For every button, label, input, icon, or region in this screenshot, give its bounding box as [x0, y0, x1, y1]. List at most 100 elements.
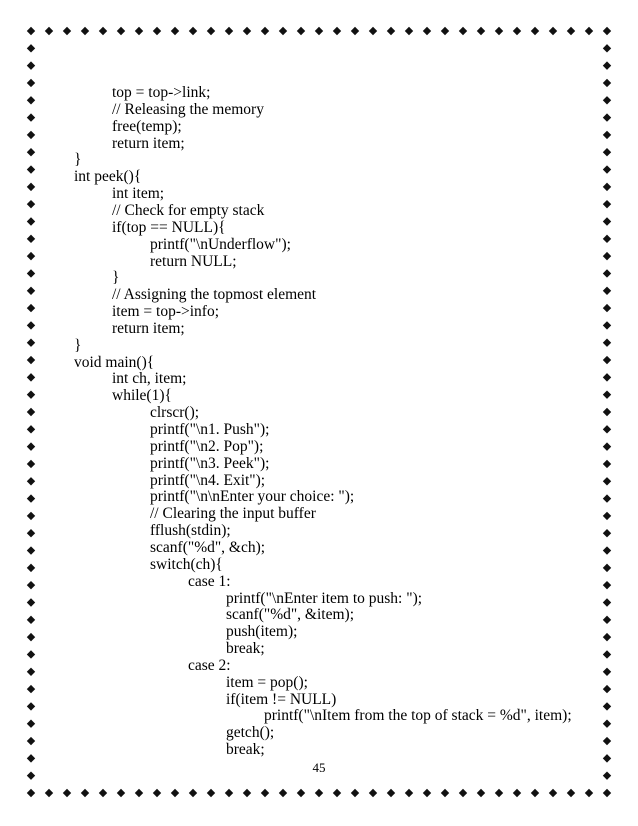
border-diamond-icon	[548, 26, 558, 36]
border-diamond-icon	[26, 788, 36, 798]
border-diamond-icon	[602, 251, 612, 261]
border-diamond-icon	[602, 632, 612, 642]
border-diamond-icon	[602, 338, 612, 347]
border-diamond-icon	[26, 44, 36, 53]
border-diamond-icon	[422, 788, 432, 798]
code-line: }	[74, 336, 82, 354]
border-diamond-icon	[26, 632, 36, 642]
border-diamond-icon	[350, 26, 360, 36]
border-diamond-icon	[602, 459, 612, 469]
border-diamond-icon	[314, 788, 324, 798]
border-diamond-icon	[26, 303, 36, 313]
code-line: getch();	[226, 724, 275, 742]
border-diamond-icon	[242, 788, 252, 798]
border-diamond-icon	[602, 736, 612, 746]
border-diamond-icon	[278, 26, 288, 36]
border-diamond-icon	[602, 26, 612, 36]
border-diamond-icon	[44, 788, 54, 798]
code-line: break;	[226, 741, 265, 759]
border-diamond-icon	[206, 26, 216, 36]
border-diamond-icon	[602, 615, 612, 625]
code-line: push(item);	[226, 623, 298, 641]
border-diamond-icon	[26, 459, 36, 469]
border-diamond-icon	[26, 390, 36, 399]
border-diamond-icon	[332, 788, 342, 798]
border-diamond-icon	[134, 26, 144, 36]
border-diamond-icon	[602, 650, 612, 659]
border-diamond-icon	[188, 26, 198, 36]
border-diamond-icon	[26, 563, 36, 573]
border-diamond-icon	[296, 26, 306, 36]
border-diamond-icon	[476, 788, 486, 798]
border-diamond-icon	[26, 96, 36, 105]
code-line: switch(ch){	[150, 555, 223, 573]
border-diamond-icon	[26, 650, 36, 659]
code-line: return item;	[112, 134, 185, 152]
border-diamond-icon	[494, 788, 504, 798]
code-line: return item;	[112, 319, 185, 337]
border-diamond-icon	[422, 26, 432, 36]
code-line: free(temp);	[112, 117, 182, 135]
border-diamond-icon	[260, 788, 270, 798]
border-diamond-icon	[26, 234, 36, 244]
border-diamond-icon	[98, 26, 108, 36]
border-diamond-icon	[602, 494, 612, 503]
border-diamond-icon	[602, 580, 612, 590]
border-diamond-icon	[206, 788, 216, 798]
code-line: item = pop();	[226, 673, 308, 691]
code-line: case 2:	[188, 656, 231, 674]
border-diamond-icon	[26, 736, 36, 746]
border-diamond-icon	[26, 26, 36, 36]
code-line: if(top == NULL){	[112, 218, 226, 236]
code-line: int item;	[112, 185, 165, 203]
border-diamond-icon	[602, 702, 612, 711]
border-diamond-icon	[386, 788, 396, 798]
border-diamond-icon	[530, 26, 540, 36]
border-diamond-icon	[602, 684, 612, 694]
border-diamond-icon	[26, 425, 36, 434]
border-diamond-icon	[602, 182, 612, 192]
border-diamond-icon	[602, 269, 612, 278]
border-diamond-icon	[134, 788, 144, 798]
code-line: // Assigning the topmost element	[112, 286, 317, 304]
border-diamond-icon	[116, 26, 126, 36]
border-diamond-icon	[602, 563, 612, 573]
border-diamond-icon	[602, 321, 612, 330]
border-diamond-icon	[26, 321, 36, 330]
border-diamond-icon	[314, 26, 324, 36]
border-diamond-icon	[440, 26, 450, 36]
border-diamond-icon	[602, 598, 612, 607]
border-diamond-icon	[602, 788, 612, 798]
border-diamond-icon	[530, 788, 540, 798]
border-diamond-icon	[440, 788, 450, 798]
border-diamond-icon	[296, 788, 306, 798]
border-diamond-icon	[170, 26, 180, 36]
code-line: // Clearing the input buffer	[150, 505, 316, 523]
border-diamond-icon	[602, 442, 612, 451]
border-diamond-icon	[26, 338, 36, 347]
border-diamond-icon	[26, 113, 36, 122]
border-diamond-icon	[404, 788, 414, 798]
border-diamond-icon	[602, 373, 612, 382]
border-diamond-icon	[584, 788, 594, 798]
border-diamond-icon	[26, 580, 36, 590]
border-diamond-icon	[224, 788, 234, 798]
border-diamond-icon	[404, 26, 414, 36]
border-diamond-icon	[278, 788, 288, 798]
border-diamond-icon	[188, 788, 198, 798]
code-line: }	[112, 269, 120, 287]
border-diamond-icon	[602, 529, 612, 538]
border-diamond-icon	[62, 788, 72, 798]
border-diamond-icon	[26, 355, 36, 365]
border-diamond-icon	[26, 78, 36, 88]
border-diamond-icon	[26, 407, 36, 417]
border-diamond-icon	[170, 788, 180, 798]
border-diamond-icon	[26, 702, 36, 711]
border-diamond-icon	[548, 788, 558, 798]
border-diamond-icon	[62, 26, 72, 36]
code-line: printf("\nItem from the top of stack = %…	[264, 707, 572, 725]
border-diamond-icon	[224, 26, 234, 36]
border-diamond-icon	[26, 217, 36, 226]
border-diamond-icon	[350, 788, 360, 798]
border-diamond-icon	[512, 788, 522, 798]
